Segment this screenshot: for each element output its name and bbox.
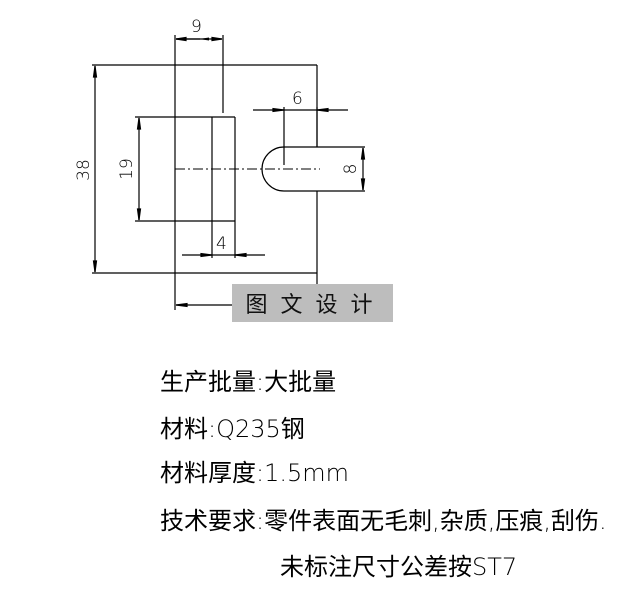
dim-8-label: 8 xyxy=(341,164,361,175)
dim-6 xyxy=(253,107,348,165)
note-material: 材料:Q235钢 xyxy=(160,415,305,443)
note-requirements-1: 技术要求:零件表面无毛刺,杂质,压痕,刮伤. xyxy=(160,507,607,535)
dim-19 xyxy=(136,117,142,221)
note-thickness: 材料厚度:1.5mm xyxy=(160,459,350,487)
note-requirements-2: 未标注尺寸公差按ST7 xyxy=(280,553,518,581)
note-batch: 生产批量:大批量 xyxy=(160,368,337,396)
dim-bottom xyxy=(175,273,318,308)
dim-38-label: 38 xyxy=(74,159,94,181)
technical-drawing: 9 6 4 8 38 19 xyxy=(74,17,366,310)
outer-outline xyxy=(92,64,318,274)
dim-8 xyxy=(360,147,366,191)
dim-38 xyxy=(92,65,98,273)
dim-9 xyxy=(175,35,224,113)
watermark: 图文设计 xyxy=(232,284,393,322)
dim-4-label: 4 xyxy=(216,234,227,254)
dim-9-label: 9 xyxy=(191,17,202,37)
inner-outline xyxy=(135,35,236,310)
dim-19-label: 19 xyxy=(117,158,137,180)
dim-4 xyxy=(182,252,265,258)
dim-6-label: 6 xyxy=(292,89,303,109)
